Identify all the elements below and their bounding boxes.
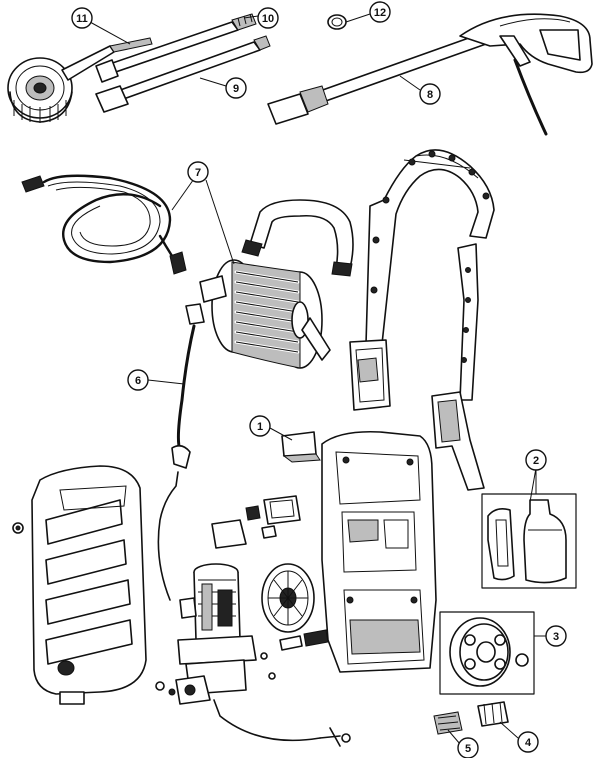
leader-lines: [89, 13, 546, 745]
callout-label: 3: [553, 631, 559, 643]
callout-label: 9: [233, 83, 239, 95]
callout-label: 10: [262, 13, 274, 25]
callout-10: 10: [257, 7, 279, 29]
part-front-cover: [12, 465, 147, 705]
part-spray-gun: [267, 13, 593, 136]
callout-9: 9: [225, 77, 247, 99]
part-lower-handle: [431, 243, 485, 491]
callout-label: 5: [465, 743, 471, 755]
callout-8: 8: [419, 83, 441, 105]
callout-3: 3: [545, 625, 567, 647]
part-short-wand: [95, 13, 257, 83]
part-filter-block: [281, 431, 321, 463]
callout-11: 11: [71, 7, 93, 29]
callout-label: 7: [195, 167, 201, 179]
callout-label: 1: [257, 421, 263, 433]
part-upper-handle: [349, 149, 495, 411]
callout-6: 6: [127, 369, 149, 391]
callout-7: 7: [187, 161, 209, 183]
callout-5: 5: [457, 737, 479, 758]
part-high-pressure-hose: [21, 174, 187, 275]
part-rotating-brush: [7, 37, 153, 123]
callout-4: 4: [517, 731, 539, 753]
part-quick-coupler: [477, 701, 509, 727]
callout-label: 2: [533, 455, 539, 467]
part-switch-assembly: [211, 495, 301, 549]
part-main-frame: [321, 430, 437, 673]
callout-1: 1: [249, 415, 271, 437]
part-motor-pump: [155, 563, 351, 747]
part-inlet-hose: [157, 303, 205, 601]
callout-label: 8: [427, 89, 433, 101]
callout-12: 12: [369, 1, 391, 23]
callout-label: 4: [525, 737, 532, 749]
part-reel-handle: [241, 199, 354, 277]
part-inlet-filter: [433, 711, 463, 735]
part-wheel-loose: [261, 563, 315, 633]
part-wheel-detail: [439, 611, 535, 695]
part-detergent-bottle: [481, 493, 577, 589]
part-cap: [327, 14, 347, 30]
part-hose-reel: [199, 259, 331, 369]
callout-label: 12: [374, 7, 386, 19]
callout-2: 2: [525, 449, 547, 471]
part-long-wand: [95, 35, 271, 113]
callout-label: 11: [76, 13, 88, 25]
callout-label: 6: [135, 375, 141, 387]
